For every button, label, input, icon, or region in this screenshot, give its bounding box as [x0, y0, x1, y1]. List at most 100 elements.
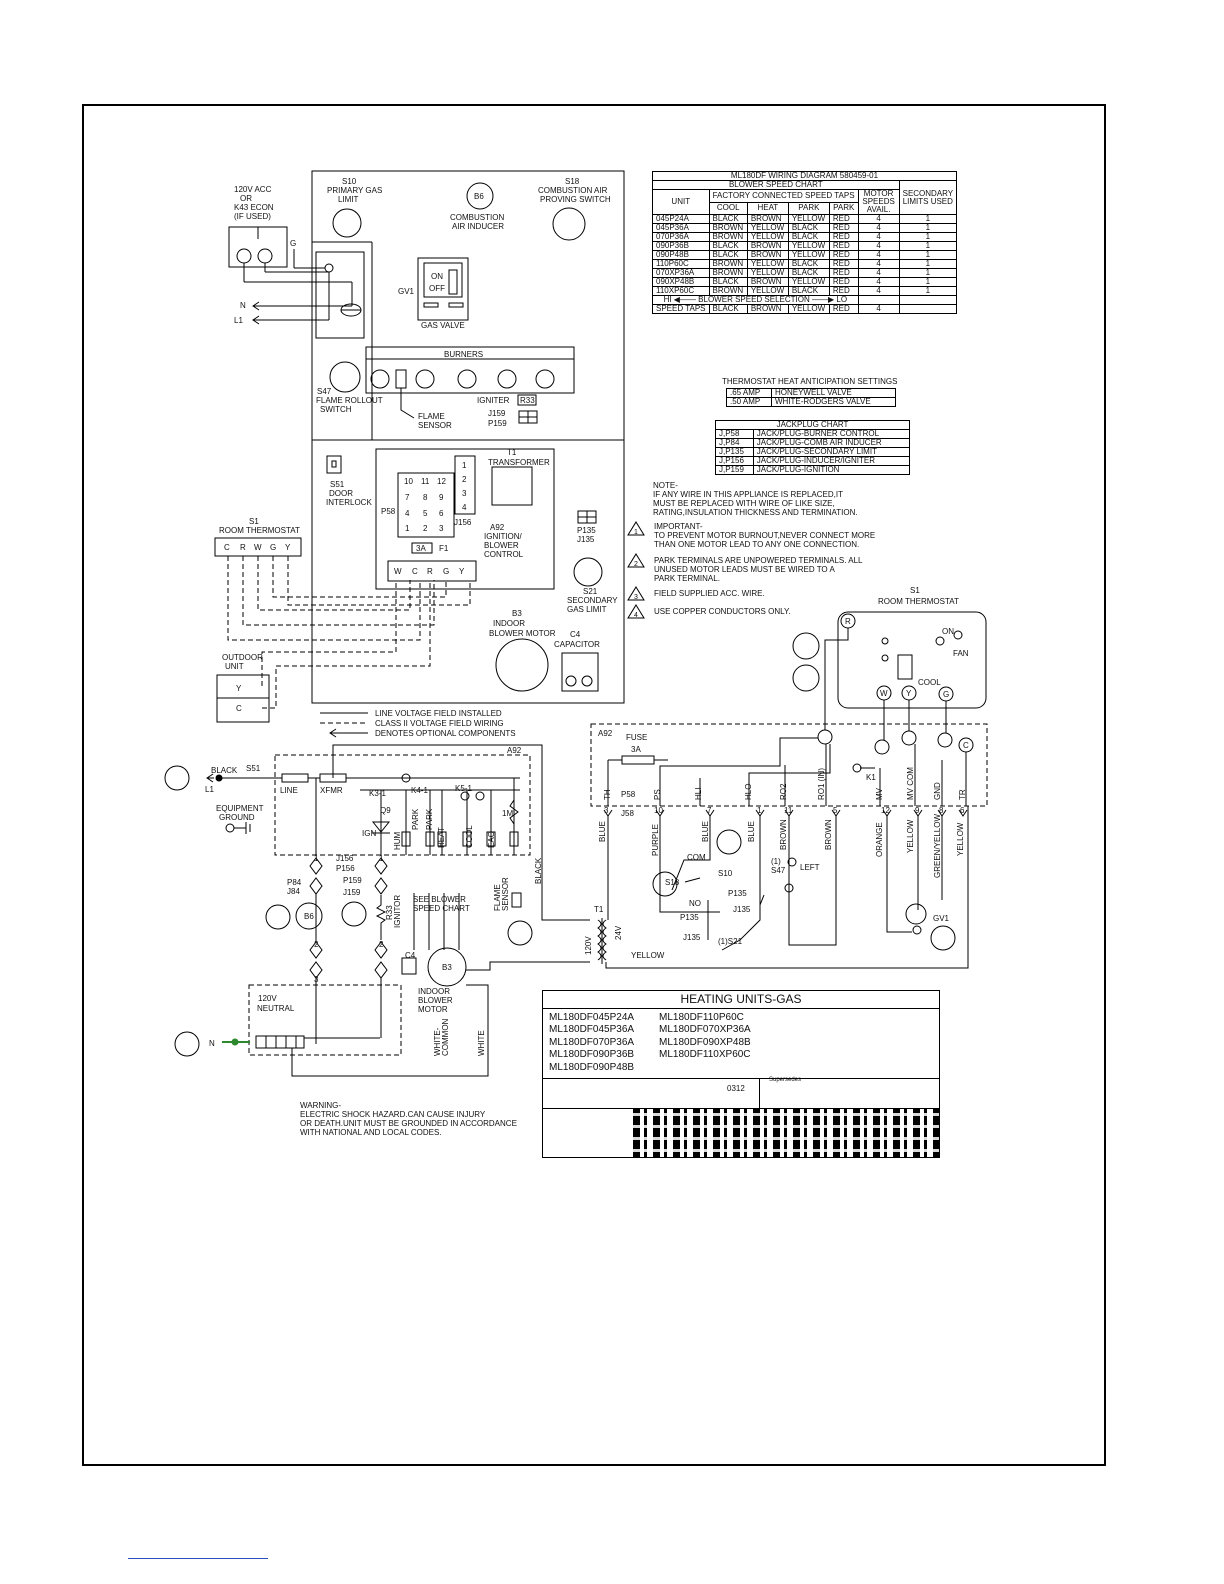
- lad-j84: J84: [287, 887, 300, 896]
- heating-units-box: HEATING UNITS-GAS ML180DF045P24A ML180DF…: [542, 990, 940, 1158]
- lv-left: LEFT: [800, 863, 820, 872]
- lv-fan: FAN: [953, 649, 969, 658]
- lbl-s47a: FLAME ROLLOUT: [316, 396, 383, 405]
- lv-wire-greenyellow: GREEN/YELLOW: [933, 814, 942, 878]
- lbl-s1: S1: [249, 517, 259, 526]
- pin-8: 8: [423, 493, 428, 502]
- lbl-l1: L1: [234, 316, 243, 325]
- lv-fuse: FUSE: [626, 733, 647, 742]
- lv-wire-blue2: BLUE: [701, 821, 710, 842]
- lad-heat: HEAT: [437, 827, 446, 848]
- board-term-y: Y: [459, 567, 465, 576]
- s10-switch: [332, 208, 362, 238]
- lad-ignitor: IGNITOR: [393, 895, 402, 928]
- lv-term-c: C: [963, 741, 969, 750]
- lad-see1: SEE BLOWER: [413, 895, 466, 904]
- lv-pin-ps: PS: [653, 789, 662, 800]
- lbl-s47b: SWITCH: [320, 405, 352, 414]
- lad-b3: B3: [442, 963, 452, 972]
- lv-s21: (1)S21: [718, 937, 743, 946]
- lad-j156: J156: [336, 854, 354, 863]
- lv-p58: P58: [621, 790, 636, 799]
- lv-wire-orange: ORANGE: [875, 822, 884, 857]
- lbl-door1: DOOR: [329, 489, 353, 498]
- lbl-fuse-3a: 3A: [416, 544, 426, 553]
- speed-chart-title: BLOWER SPEED CHART: [652, 180, 900, 190]
- model-left-1: ML180DF045P36A: [549, 1024, 635, 1035]
- lad-black2: BLACK: [534, 857, 543, 884]
- line-voltage-ladder: [164, 744, 969, 1077]
- note-3: FIELD SUPPLIED ACC. WIRE.: [654, 589, 765, 598]
- lbl-off: OFF: [429, 284, 445, 293]
- lbl-ign3: CONTROL: [484, 550, 524, 559]
- lbl-b6b: AIR INDUCER: [452, 222, 504, 231]
- lbl-b6: B6: [474, 192, 484, 201]
- lbl-s18a: COMBUSTION AIR: [538, 186, 608, 195]
- lad-line: LINE: [280, 786, 298, 795]
- table-cell: 4: [857, 286, 900, 296]
- note-text2: MUST BE REPLACED WITH WIRE OF LIKE SIZE,: [653, 499, 835, 508]
- taps-park2: RED: [828, 304, 859, 314]
- note-2a: PARK TERMINALS ARE UNPOWERED TERMINALS. …: [654, 556, 863, 565]
- lbl-ign2: BLOWER: [484, 541, 519, 550]
- lv-wire-purple: PURPLE: [651, 824, 660, 856]
- a92-low-voltage-outline: [590, 723, 988, 807]
- control-board: [375, 448, 555, 590]
- lv-pin-ro1: RO1 (IN): [817, 768, 826, 800]
- lbl-s10: S10: [342, 177, 357, 186]
- lbl-flame2: SENSOR: [418, 421, 452, 430]
- lv-no: NO: [689, 899, 701, 908]
- warning-l2: ELECTRIC SHOCK HAZARD.CAN CAUSE INJURY: [300, 1110, 486, 1119]
- lbl-acc4: (IF USED): [234, 212, 271, 221]
- anticip-r2-valve: WHITE-RODGERS VALVE: [770, 397, 897, 407]
- lv-s18: S18: [665, 878, 680, 887]
- lbl-y: Y: [236, 684, 242, 693]
- lbl-room: ROOM THERMOSTAT: [219, 526, 300, 535]
- pin-1: 1: [405, 524, 410, 533]
- lbl-s21: S21: [583, 587, 598, 596]
- neutral-outline: [248, 984, 402, 1056]
- pin-2: 2: [423, 524, 428, 533]
- lad-neutral1: 120V: [258, 994, 277, 1003]
- note-2b: UNUSED MOTOR LEADS MUST BE WIRED TO A: [654, 565, 835, 574]
- lad-black: BLACK: [211, 766, 238, 775]
- lv-wire-brown1: BROWN: [779, 819, 788, 850]
- s47-switch: [329, 361, 361, 393]
- lad-q9: Q9: [380, 806, 391, 815]
- plug-pin-1: 1: [462, 461, 467, 470]
- lbl-s18: S18: [565, 177, 580, 186]
- lbl-gas-valve: GAS VALVE: [421, 321, 465, 330]
- term-g: G: [270, 543, 276, 552]
- tri-num-2: 2: [634, 561, 638, 568]
- lbl-outdoor1: OUTDOOR: [222, 653, 263, 662]
- lbl-s10a: PRIMARY GAS: [327, 186, 382, 195]
- lad-wc2: COMMON: [441, 1018, 450, 1056]
- lv-num-1: 1: [757, 806, 762, 815]
- heating-title: HEATING UNITS-GAS: [543, 991, 939, 1009]
- lbl-g: G: [290, 239, 296, 248]
- lv-p135b: P135: [680, 913, 699, 922]
- lbl-s47: S47: [317, 387, 332, 396]
- col-secondary: SECONDARY LIMITS USED: [898, 180, 958, 215]
- lv-num-9: 9: [915, 806, 920, 815]
- supersedes-label: Supersedes: [769, 1077, 802, 1083]
- pin-10: 10: [404, 477, 413, 486]
- lv-pin-hli: HLI: [694, 788, 703, 800]
- anticipation-title: THERMOSTAT HEAT ANTICIPATION SETTINGS: [722, 377, 898, 386]
- lad-k3: K3-1: [369, 789, 386, 798]
- lad-pin1b: 1: [379, 854, 384, 863]
- lbl-igniter: IGNITER: [477, 396, 510, 405]
- lbl-door2: INTERLOCK: [326, 498, 372, 507]
- note-2: PARK TERMINALS ARE UNPOWERED TERMINALS. …: [654, 556, 863, 583]
- pin-4: 4: [405, 509, 410, 518]
- lv-pin-mvcom: MV COM: [906, 767, 915, 800]
- lad-neutral2: NEUTRAL: [257, 1004, 295, 1013]
- lad-flame1: FLAME: [493, 884, 502, 911]
- warning-l3: OR DEATH.UNIT MUST BE GROUNDED IN ACCORD…: [300, 1119, 517, 1128]
- lad-120v: 120V: [584, 936, 593, 955]
- legend-line-voltage: LINE VOLTAGE FIELD INSTALLED: [375, 709, 502, 718]
